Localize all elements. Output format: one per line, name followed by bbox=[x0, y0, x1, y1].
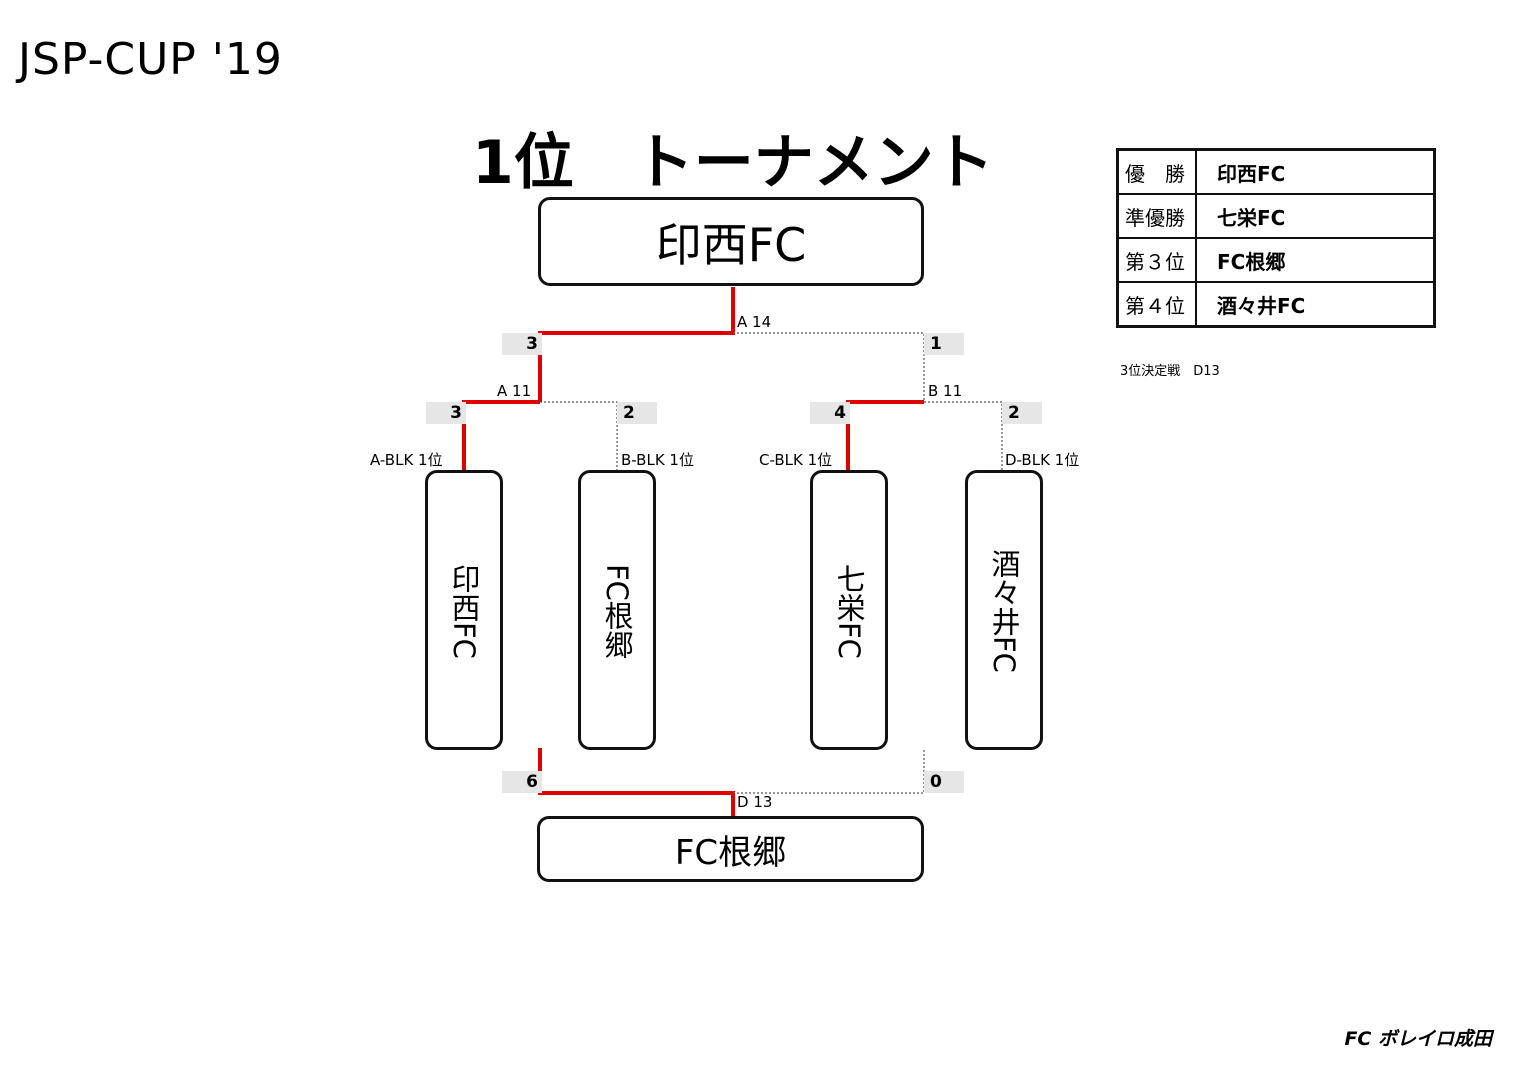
team-box-2: FC根郷 bbox=[578, 470, 656, 750]
semi-right-loser-line bbox=[924, 401, 1003, 470]
results-row: 第３位 FC根郷 bbox=[1116, 237, 1436, 283]
results-row: 優 勝 印西FC bbox=[1116, 148, 1436, 195]
rank-label: 第４位 bbox=[1116, 281, 1197, 328]
team-2-block-label: B-BLK 1位 bbox=[621, 451, 694, 469]
team-name: FC根郷 bbox=[600, 563, 634, 659]
team-box-4: 酒々井FC bbox=[965, 470, 1043, 750]
document-title: JSP-CUP '19 bbox=[18, 34, 283, 85]
rank-team: FC根郷 bbox=[1195, 237, 1436, 283]
team-name: 酒々井FC bbox=[987, 549, 1021, 673]
team-3-block-label: C-BLK 1位 bbox=[759, 451, 833, 469]
third-place-box: FC根郷 bbox=[537, 816, 924, 882]
third-match-label: D 13 bbox=[737, 793, 773, 811]
third-winner-line bbox=[538, 748, 735, 816]
semi-left-winner-line bbox=[462, 400, 540, 470]
team-box-3: 七栄FC bbox=[810, 470, 888, 750]
champion-box: 印西FC bbox=[538, 197, 924, 286]
semi-right-match-label: B 11 bbox=[928, 382, 963, 400]
final-winner-line bbox=[538, 287, 735, 402]
rank-label: 第３位 bbox=[1116, 237, 1197, 283]
final-loser-line bbox=[733, 332, 925, 402]
third-score-left: 6 bbox=[502, 771, 542, 793]
team-1-block-label: A-BLK 1位 bbox=[370, 451, 443, 469]
rank-team: 七栄FC bbox=[1195, 193, 1436, 239]
third-score-right: 0 bbox=[924, 771, 964, 793]
results-row: 第４位 酒々井FC bbox=[1116, 281, 1436, 328]
third-place-note: 3位決定戦 D13 bbox=[1120, 364, 1220, 379]
third-loser-line bbox=[733, 748, 925, 794]
team-name: 印西FC bbox=[447, 563, 481, 659]
rank-team: 酒々井FC bbox=[1195, 281, 1436, 328]
team-name: 七栄FC bbox=[832, 563, 866, 659]
tournament-title: 1位 トーナメント bbox=[472, 128, 994, 198]
semi-right-score-right: 2 bbox=[1002, 402, 1042, 424]
semi-left-loser-line bbox=[540, 401, 618, 470]
semi-left-match-label: A 11 bbox=[497, 382, 532, 400]
semi-right-score-left: 4 bbox=[810, 402, 850, 424]
semi-left-score-right: 2 bbox=[617, 402, 657, 424]
results-table: 優 勝 印西FC 準優勝 七栄FC 第３位 FC根郷 第４位 酒々井FC bbox=[1116, 148, 1436, 328]
semi-left-score-left: 3 bbox=[426, 402, 466, 424]
team-box-1: 印西FC bbox=[425, 470, 503, 750]
final-match-label: A 14 bbox=[737, 313, 772, 331]
final-score-right: 1 bbox=[924, 333, 964, 355]
rank-team: 印西FC bbox=[1195, 148, 1436, 195]
results-row: 準優勝 七栄FC bbox=[1116, 193, 1436, 239]
rank-label: 優 勝 bbox=[1116, 148, 1197, 195]
rank-label: 準優勝 bbox=[1116, 193, 1197, 239]
final-score-left: 3 bbox=[502, 333, 542, 355]
semi-right-winner-line bbox=[846, 400, 924, 470]
team-4-block-label: D-BLK 1位 bbox=[1005, 451, 1080, 469]
footer-club-name: FC ボレイロ成田 bbox=[1344, 1028, 1492, 1050]
